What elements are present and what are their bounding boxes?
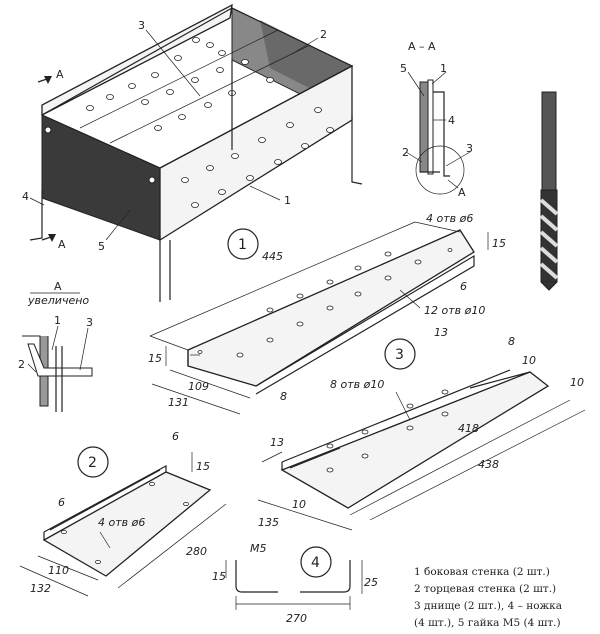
section-mark-top: A	[56, 68, 64, 81]
detail-a-view: A увеличено 1 3 2	[18, 280, 93, 412]
box-label-4: 4	[22, 190, 29, 203]
part2-dim-4holes: 4 отв ø6	[98, 516, 145, 529]
aa-label-5: 5	[400, 62, 407, 75]
part4-dim-270: 270	[286, 612, 307, 625]
part1-number: 1	[238, 237, 247, 253]
part2-dim-280: 280	[186, 545, 207, 558]
legend-line-2: 2 торцевая стенка (2 шт.)	[414, 583, 556, 595]
part-2-end-wall: 2 6 15 6 4 отв ø6 280 110 132	[19, 430, 227, 597]
aa-label-2: 2	[402, 146, 409, 159]
drill-bit-illustration	[539, 91, 559, 291]
back-wall-holes	[86, 37, 274, 131]
part-4-leg: 4 M5 15 25 270	[212, 542, 378, 625]
part-1-side-wall: 1 445 4 отв ø6 15 6 12	[148, 212, 506, 415]
part3-dim-10-a: 10	[522, 354, 536, 367]
part1-dim-12holes: 12 отв ø10	[424, 304, 485, 317]
part2-dim-132: 132	[30, 582, 51, 595]
part2-dim-110: 110	[48, 564, 69, 577]
part3-dim-418: 418	[458, 422, 479, 435]
detail-a-label-1: 1	[54, 314, 61, 327]
part-3-bottom: 3 8 отв ø10 13 8 10 10 13 418 438 10 135	[257, 326, 586, 531]
part3-dim-13-top: 13	[434, 326, 448, 339]
part2-dim-6-left: 6	[58, 496, 65, 509]
front-wall-holes	[181, 107, 334, 208]
detail-a-label-2: 2	[18, 358, 25, 371]
part1-dim-15-right: 15	[492, 237, 506, 250]
part1-dim-6: 6	[460, 280, 467, 293]
part4-dim-m5: M5	[250, 542, 267, 555]
box-label-5: 5	[98, 240, 105, 253]
aa-label-1: 1	[440, 62, 447, 75]
legend-line-4: (4 шт.), 5 гайка М5 (4 шт.)	[414, 617, 561, 629]
part2-dim-15: 15	[196, 460, 210, 473]
detail-a-subtitle: увеличено	[27, 294, 89, 307]
box-label-2: 2	[320, 28, 327, 41]
part3-dim-8: 8	[508, 335, 515, 348]
aa-label-4: 4	[448, 114, 455, 127]
detail-a-title: A	[54, 280, 62, 293]
part1-dim-445: 445	[262, 250, 283, 263]
detail-a-label-3: 3	[86, 316, 93, 329]
parts-legend: 1 боковая стенка (2 шт.) 2 торцевая стен…	[414, 566, 562, 629]
part2-number: 2	[88, 455, 97, 471]
box-label-1: 1	[284, 194, 291, 207]
section-aa-title: A – A	[408, 40, 436, 53]
part3-dim-8holes: 8 отв ø10	[330, 378, 384, 391]
end-wall-dark	[41, 114, 161, 241]
part4-number: 4	[311, 555, 320, 571]
part3-dim-10-c: 10	[292, 498, 306, 511]
part4-dim-25: 25	[364, 576, 378, 589]
part3-dim-135: 135	[258, 516, 279, 529]
part1-dim-15-left: 15	[148, 352, 162, 365]
part1-dim-109: 109	[188, 380, 209, 393]
part4-dim-15: 15	[212, 570, 226, 583]
aa-label-a: A	[458, 186, 466, 199]
part3-holes	[326, 389, 449, 473]
leg-4	[351, 115, 363, 185]
part3-dim-438: 438	[478, 458, 499, 471]
leg-1	[29, 190, 43, 241]
part1-dim-4holes: 4 отв ø6	[426, 212, 473, 225]
section-aa-view: A – A 5 1 4 2 3 A	[400, 40, 473, 199]
part2-dim-6-top: 6	[172, 430, 179, 443]
section-mark-bottom: A	[58, 238, 66, 251]
legend-line-3: 3 днище (2 шт.), 4 – ножка	[414, 600, 562, 612]
part1-dim-8: 8	[280, 390, 287, 403]
aa-label-3: 3	[466, 142, 473, 155]
legend-line-1: 1 боковая стенка (2 шт.)	[414, 566, 550, 578]
part1-dim-131: 131	[168, 396, 189, 409]
box-label-3: 3	[138, 19, 145, 32]
part3-number: 3	[395, 347, 404, 363]
part1-holes	[197, 248, 453, 358]
brazier-box-view: 3 2 4 5 1 A A	[22, 3, 363, 302]
part3-dim-13-left: 13	[270, 436, 284, 449]
part3-dim-10-b: 10	[570, 376, 584, 389]
